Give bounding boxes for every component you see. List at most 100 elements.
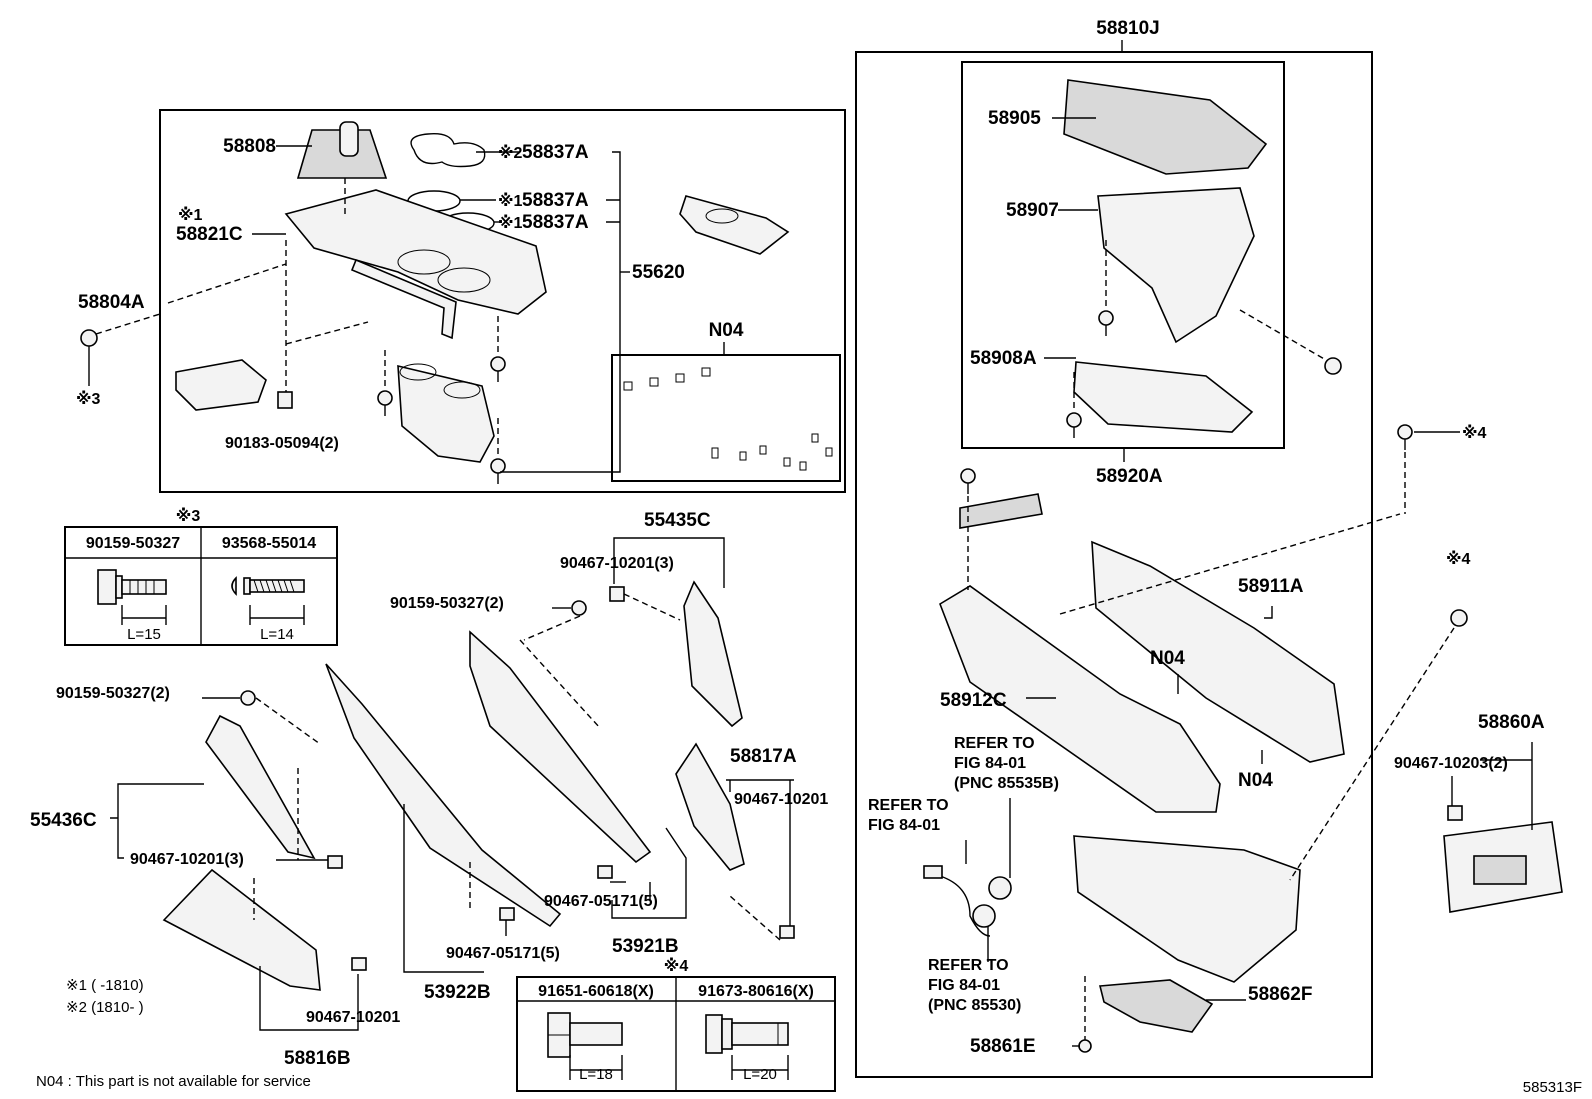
label-58907: 58907 [1006,200,1059,221]
panel-trim-strip-shape [350,258,457,340]
table4-length-1: L=18 [579,1066,613,1083]
ornament-55620-shape [679,195,790,255]
table3-length-2: L=14 [260,626,294,643]
console-box-assembly-frame [855,51,1373,1078]
console-cover-55435c-shape [683,580,743,728]
hex-bolt-icon [547,1012,623,1080]
screw-mark4-mid-icon [1450,609,1468,627]
label-53922b: 53922B [424,982,491,1003]
n04-clip-group-frame [611,354,841,482]
mark-3-screw: ※3 [76,390,101,408]
bolt-table-3: 90159-50327 93568-55014 L=15 L=14 [64,526,338,646]
stud-bolt-icon [705,1014,789,1080]
legend-line-1: ※1 ( -1810) [66,977,144,994]
label-90467-05171-left: 90467-05171(5) [446,945,560,962]
label-53921b: 53921B [612,936,679,957]
label-n04-upper: N04 [709,320,744,341]
label-90467-05171-right: 90467-05171(5) [544,893,658,910]
ref1-line3: (PNC 85535B) [954,775,1059,792]
figure-code: 585313F [1523,1079,1582,1096]
mark-3-table: ※3 [176,507,201,525]
label-58862f: 58862F [1248,984,1312,1005]
mark-1-58821c: ※1 [178,206,203,224]
mark-2-upper: ※2 [498,144,523,162]
label-58861e: 58861E [970,1036,1036,1057]
mark-1-lower: ※1 [498,214,523,232]
upper-console-panel-frame [159,109,846,493]
screw-90159-lower-icon [240,690,256,706]
lid-hinge-58908a-shape [1073,361,1254,433]
ref1-line2: FIG 84-01 [954,755,1026,772]
clip-58817a-icon [779,925,795,939]
label-58804a: 58804A [78,292,145,313]
table4-length-2: L=20 [743,1066,777,1083]
label-90159-50327-upper: 90159-50327(2) [390,595,504,612]
label-90467-10203: 90467-10203(2) [1394,755,1508,772]
label-90467-10201-lower: 90467-10201 [306,1009,400,1026]
rear-vent-grille-shape [1473,855,1527,885]
label-58905: 58905 [988,108,1041,129]
screw-58861e-icon [1078,1039,1092,1053]
bolt-table-4: 91651-60618(X) 91673-80616(X) L=18 L=20 [516,976,836,1092]
label-58810j: 58810J [1096,18,1159,39]
label-58837a-top: 58837A [522,142,589,163]
screw-90159-upper-icon [562,600,587,616]
flange-bolt-icon [97,569,167,625]
label-58860a: 58860A [1478,712,1545,733]
screw-side-right-icon [1324,357,1342,375]
power-outlet-85535b-shape [988,876,1012,900]
screw-upper-bottom-icon [490,458,506,484]
screw-mark4-top-icon [1397,424,1413,450]
cup-holder-shape [397,364,495,463]
table4-col1-header: 91651-60618(X) [538,983,654,1000]
clip-90467-10203-icon [1447,805,1463,821]
shift-knob-shape [339,121,359,157]
label-58908a: 58908A [970,348,1037,369]
label-90183-05094: 90183-05094(2) [225,435,339,452]
console-box-shape [1073,835,1301,983]
screw-upper-left-icon [377,390,393,416]
wire-harness-shape [939,875,991,937]
table3-col1-header: 90159-50327 [86,535,180,552]
bracket-shape [175,359,267,411]
console-side-panel-58912c-shape [939,585,1221,813]
ref2-line2: FIG 84-01 [868,817,940,834]
clip-05171-b-icon [499,907,515,921]
clip-90467-upper-icon [609,586,625,602]
label-n04-lower: N04 [1238,770,1273,791]
label-55436c: 55436C [30,810,97,831]
label-58821c: 58821C [176,224,243,245]
armrest-assembly-frame [961,61,1285,449]
console-cover-58817a-shape [675,742,745,871]
table3-length-1: L=15 [127,626,161,643]
label-90159-50327-lower: 90159-50327(2) [56,685,170,702]
label-90467-10201-3-upper: 90467-10201(3) [560,555,674,572]
mark-4-table: ※4 [664,957,689,975]
trim-strip-shape [959,493,1043,529]
console-panel-53921b-shape [469,630,652,864]
clip-90467-lower-icon [327,855,343,869]
clip-58816b-icon [351,957,367,971]
power-outlet-85530-shape [972,904,996,928]
side-cover-58816b-shape [162,868,321,991]
clip-90183-shape [277,391,293,409]
clip-05171-a-icon [597,865,613,879]
mark-4-middle: ※4 [1446,550,1471,568]
console-upper-panel-shape [284,189,547,315]
label-90467-10201-right: 90467-10201 [734,791,828,808]
table4-col2-header: 91673-80616(X) [698,983,814,1000]
tapping-screw-icon [231,576,305,625]
ref2-line1: REFER TO [868,797,949,814]
screw-upper-right-icon [490,356,506,382]
label-58808: 58808 [223,136,276,157]
connector-shape [923,865,943,879]
ref1-line1: REFER TO [954,735,1035,752]
screw-58908a-icon [1066,412,1082,438]
screw-58804a-icon [80,329,98,358]
footnote-n04: N04 : This part is not available for ser… [36,1073,311,1090]
label-55435c: 55435C [644,510,711,531]
mark-4-upper: ※4 [1462,424,1487,442]
label-58817a: 58817A [730,746,797,767]
label-58837a-lower: 58837A [522,212,589,233]
